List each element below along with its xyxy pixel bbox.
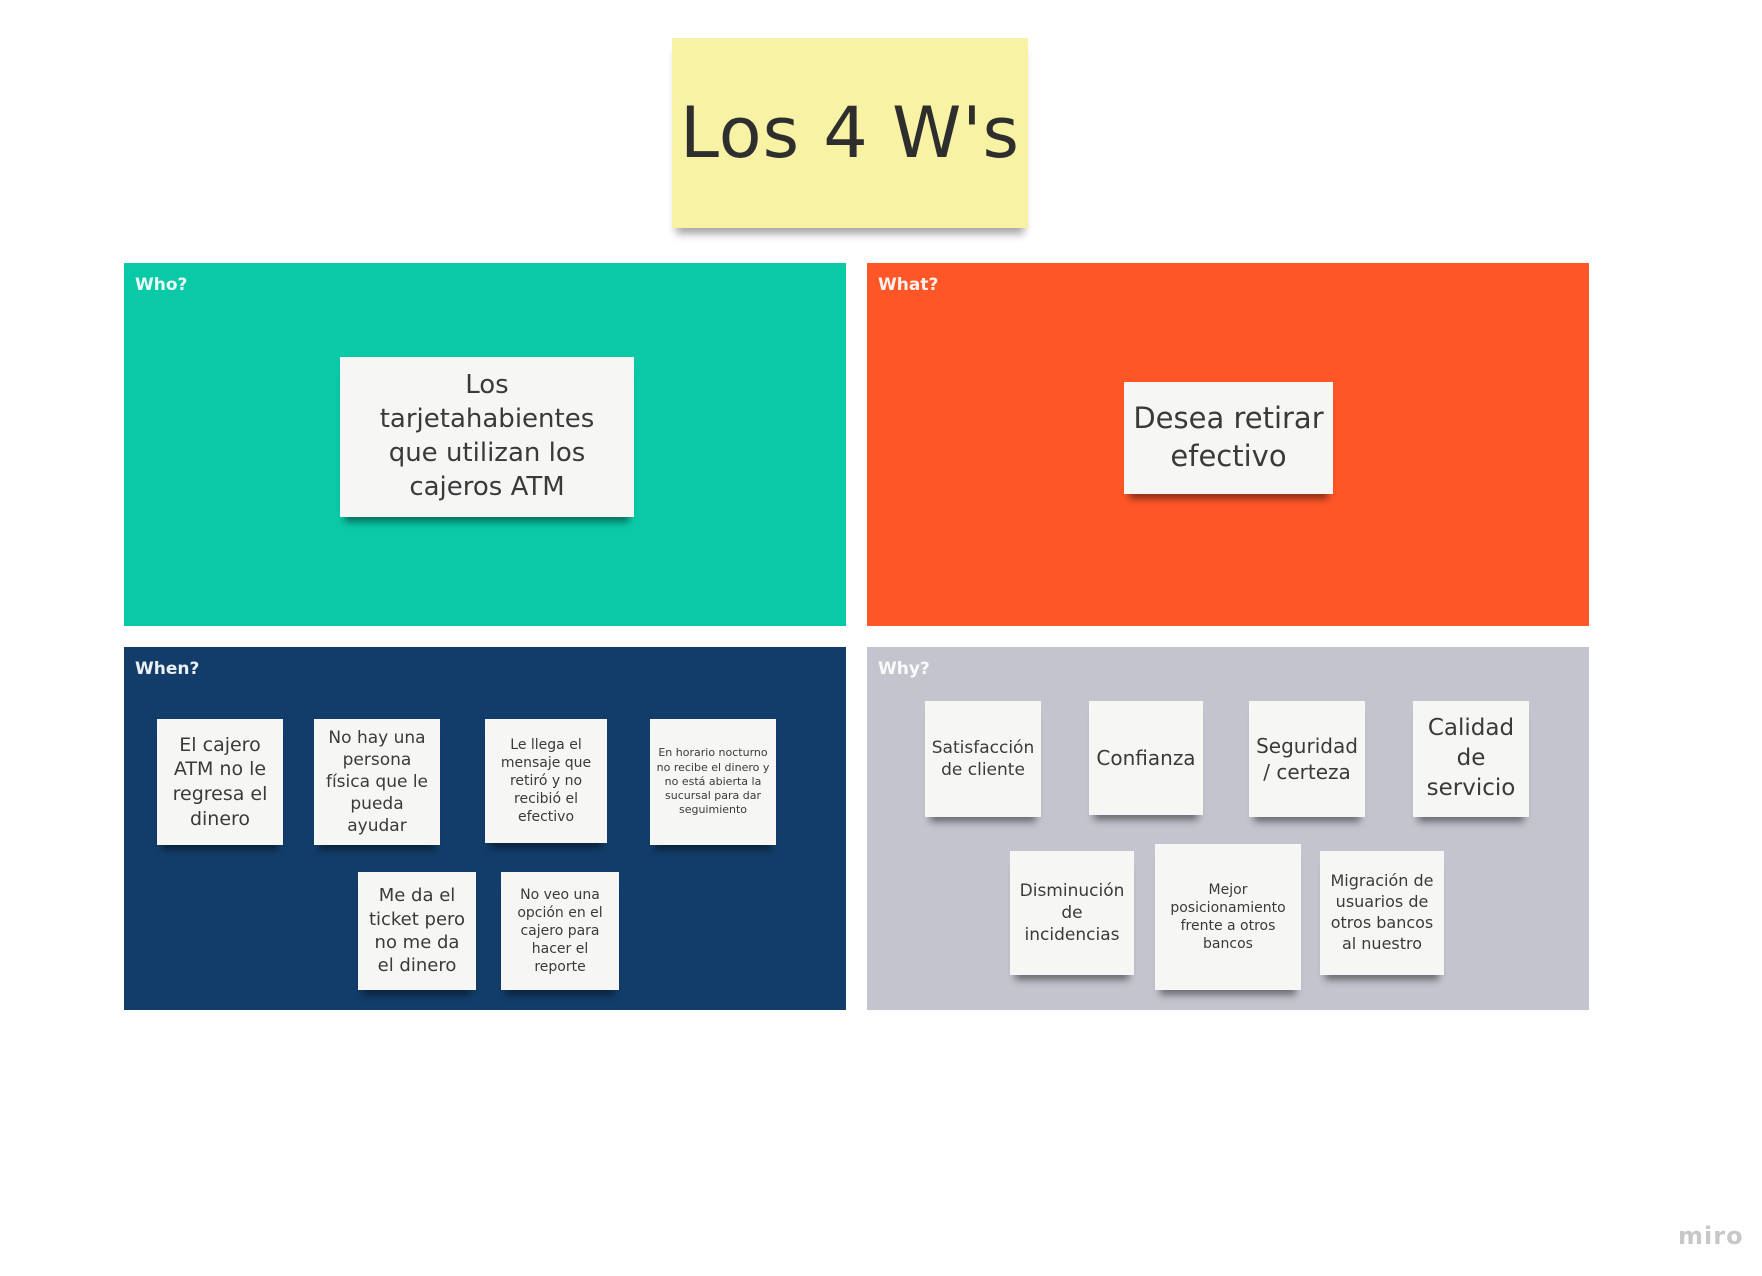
sticky-note[interactable]: Satisfacción de cliente: [925, 701, 1041, 817]
board-title: Los 4 W's: [679, 92, 1021, 174]
sticky-note[interactable]: Me da el ticket pero no me da el dinero: [358, 872, 476, 990]
sticky-note[interactable]: El cajero ATM no le regresa el dinero: [157, 719, 283, 845]
sticky-note[interactable]: No veo una opción en el cajero para hace…: [501, 872, 619, 990]
sticky-note[interactable]: Seguridad / certeza: [1249, 701, 1365, 817]
frame-label-what: What?: [878, 275, 939, 295]
sticky-note[interactable]: No hay una persona física que le pueda a…: [314, 719, 440, 845]
frame-label-why: Why?: [878, 659, 930, 679]
sticky-note[interactable]: En horario nocturno no recibe el dinero …: [650, 719, 776, 845]
frame-why[interactable]: Why? Satisfacción de cliente Confianza S…: [867, 647, 1589, 1010]
sticky-note[interactable]: Migración de usuarios de otros bancos al…: [1320, 851, 1444, 975]
sticky-note[interactable]: Le llega el mensaje que retiró y no reci…: [485, 719, 607, 843]
miro-logo: miro: [1678, 1222, 1744, 1250]
sticky-note[interactable]: Desea retirar efectivo: [1124, 382, 1333, 494]
frame-when[interactable]: When? El cajero ATM no le regresa el din…: [124, 647, 846, 1010]
frame-who[interactable]: Who? Los tarjetahabientes que utilizan l…: [124, 263, 846, 626]
frame-label-who: Who?: [135, 275, 188, 295]
sticky-note[interactable]: Mejor posicionamiento frente a otros ban…: [1155, 844, 1301, 990]
sticky-note[interactable]: Confianza: [1089, 701, 1203, 815]
frame-label-when: When?: [135, 659, 200, 679]
sticky-note[interactable]: Calidad de servicio: [1413, 701, 1529, 817]
title-sticky-note[interactable]: Los 4 W's: [672, 38, 1028, 228]
sticky-note[interactable]: Los tarjetahabientes que utilizan los ca…: [340, 357, 634, 517]
sticky-note[interactable]: Disminución de incidencias: [1010, 851, 1134, 975]
frame-what[interactable]: What? Desea retirar efectivo: [867, 263, 1589, 626]
